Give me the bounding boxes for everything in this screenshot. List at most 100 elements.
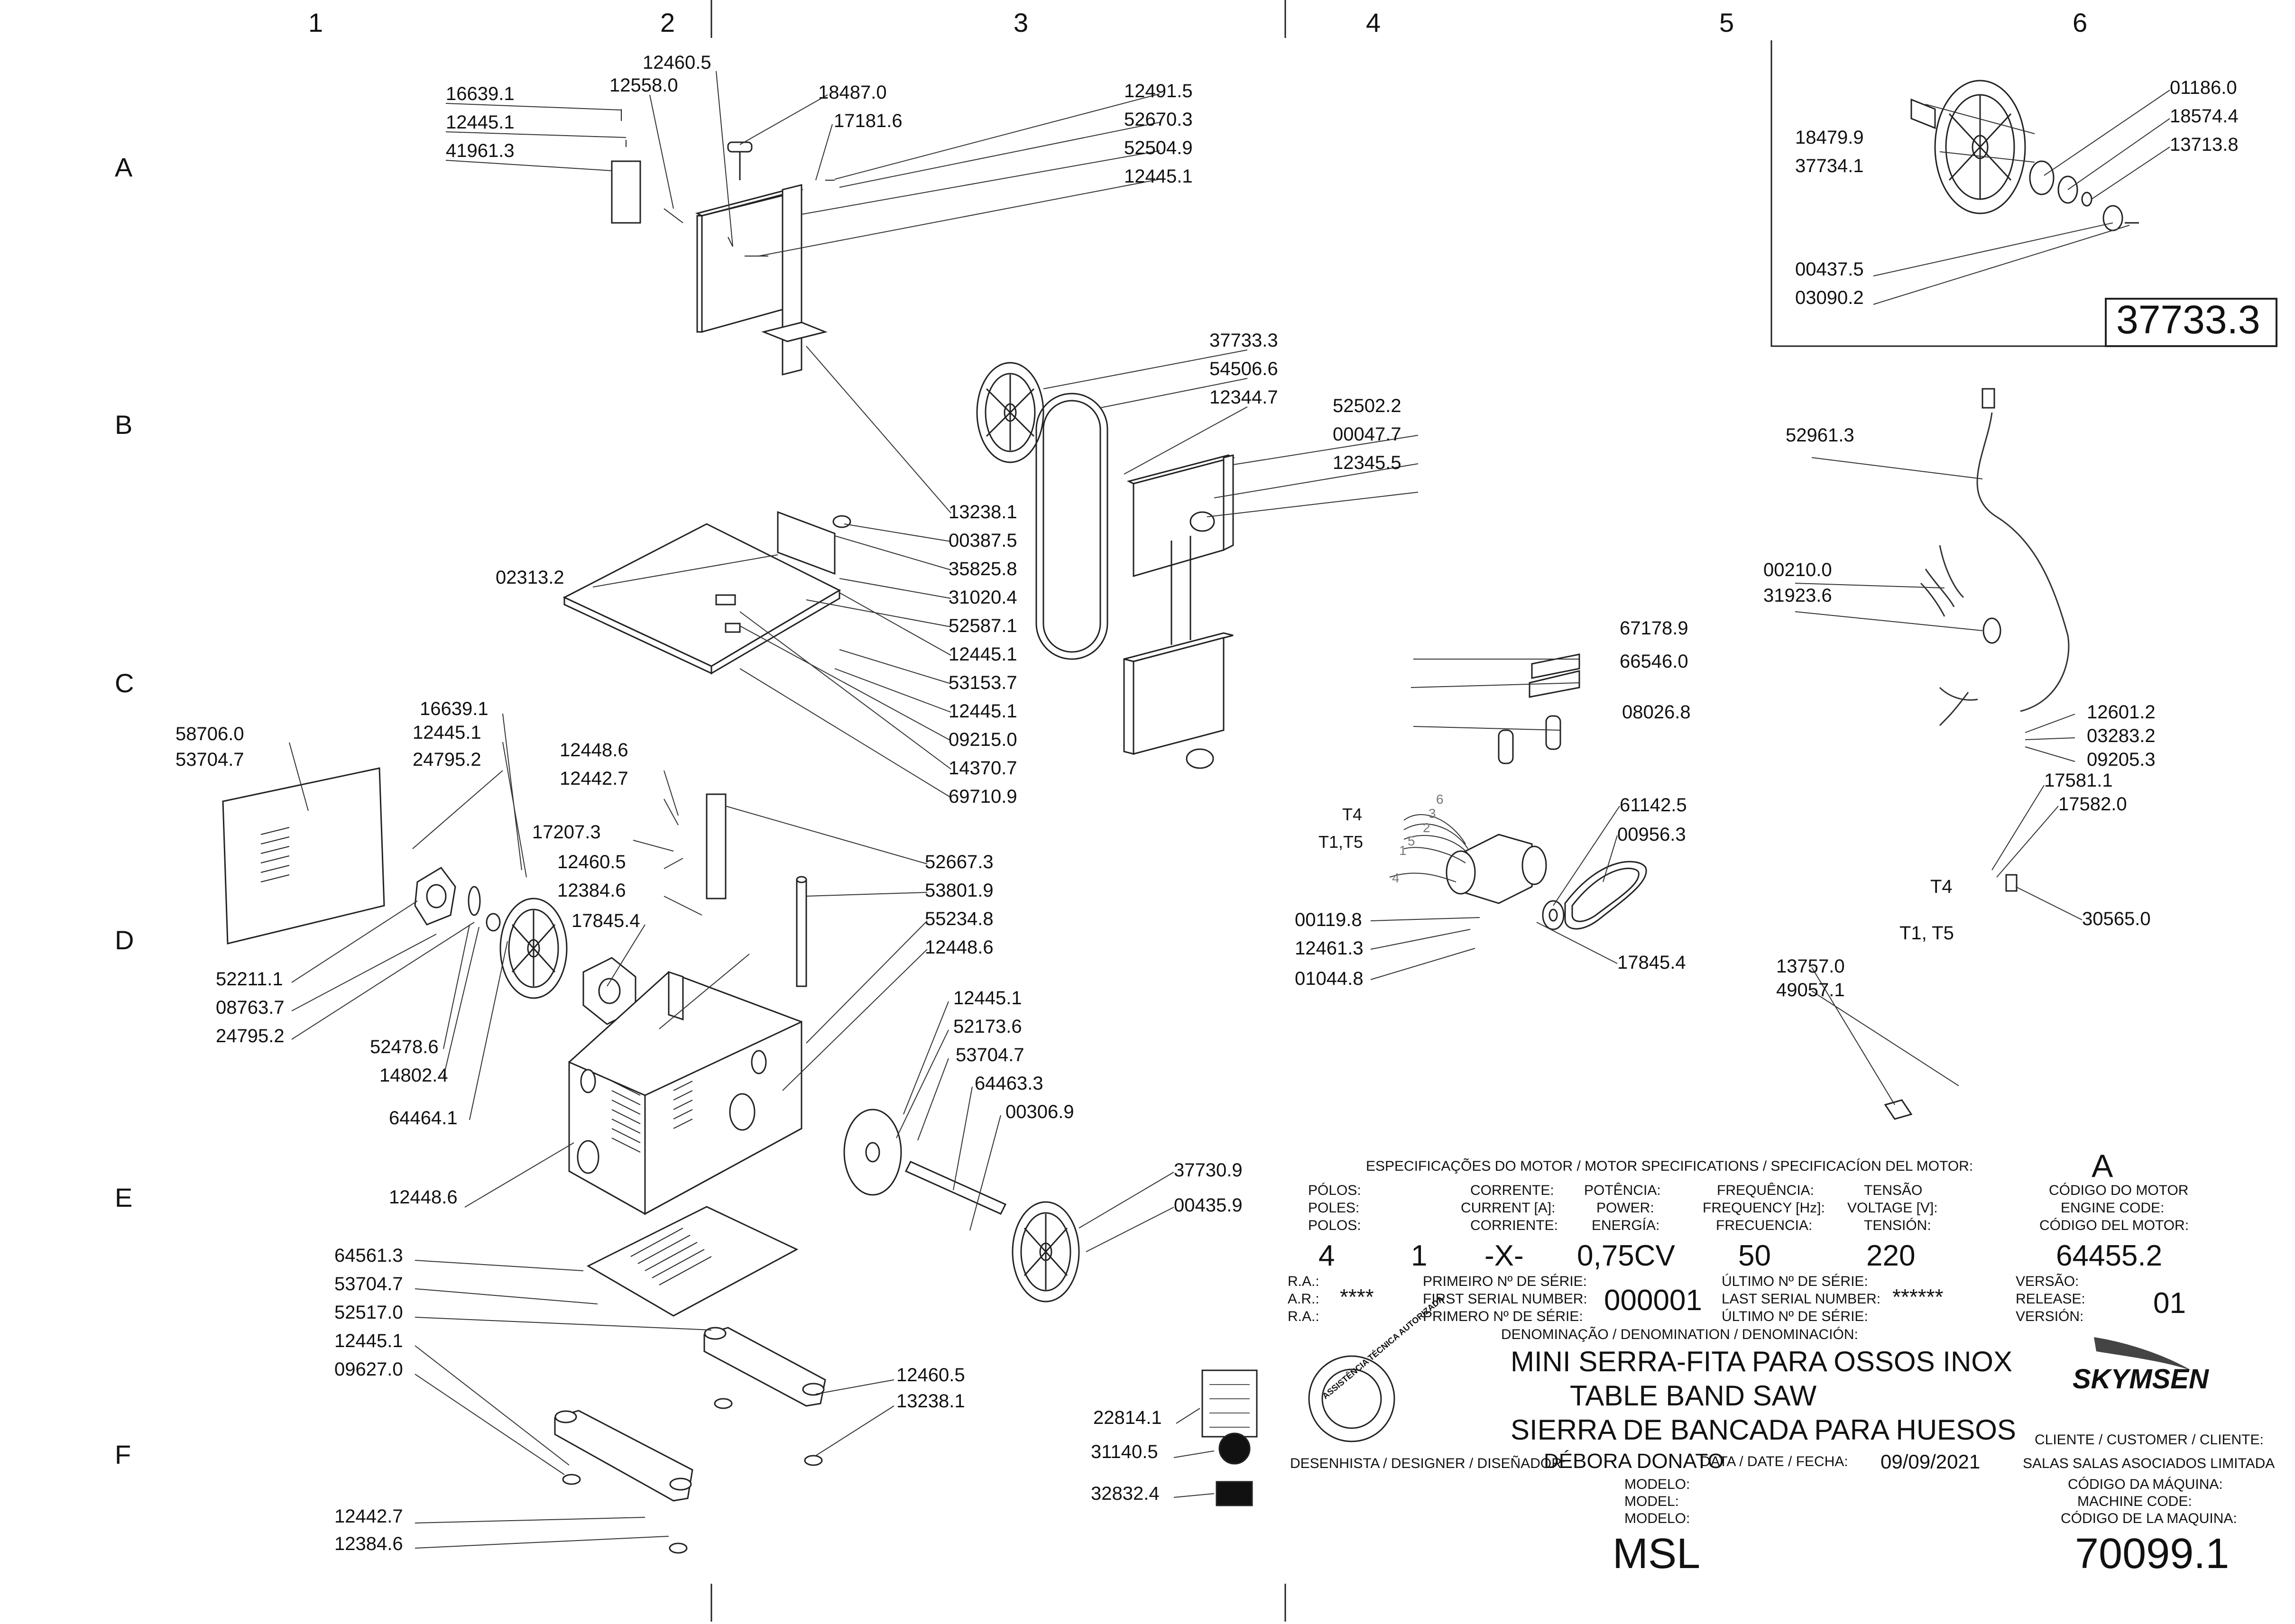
- date-value: 09/09/2021: [1880, 1450, 1981, 1473]
- part-label: 52478.6: [370, 1037, 439, 1057]
- part-label: 12448.6: [389, 1187, 458, 1208]
- version-label: VERSÃO:: [2016, 1274, 2079, 1289]
- part-label: 00387.5: [949, 530, 1017, 551]
- part-label: 18487.0: [818, 82, 887, 103]
- wire-number: 1: [1399, 843, 1407, 858]
- part-label: 03283.2: [2087, 725, 2156, 746]
- grid-row-e: E: [115, 1183, 133, 1212]
- part-label: 12445.1: [953, 988, 1022, 1009]
- last-serial-value: ******: [1892, 1285, 1944, 1309]
- part-label: 55234.8: [925, 908, 994, 929]
- part-label: 00956.3: [1617, 824, 1686, 845]
- part-label: 09627.0: [334, 1359, 403, 1380]
- part-label: 53801.9: [925, 880, 994, 901]
- grid-col-4: 4: [1366, 8, 1381, 37]
- motor-code-label: ENGINE CODE:: [2061, 1200, 2165, 1216]
- part-label: 13713.8: [2170, 134, 2239, 155]
- part-label: 09215.0: [949, 729, 1017, 750]
- part-label: 31923.6: [1763, 585, 1832, 606]
- part-label: 13757.0: [1776, 956, 1845, 977]
- product-name-en: TABLE BAND SAW: [1570, 1380, 1817, 1412]
- model-label: MODEL:: [1624, 1494, 1679, 1509]
- part-label: 13238.1: [949, 502, 1017, 523]
- client-label: CLIENTE / CUSTOMER / CLIENTE:: [2035, 1432, 2264, 1448]
- terminal-label: T1,T5: [1318, 832, 1364, 852]
- part-label: 52587.1: [949, 615, 1017, 636]
- motor-code-label: CÓDIGO DO MOTOR: [2049, 1183, 2189, 1198]
- machine-code-value: 70099.1: [2075, 1530, 2230, 1578]
- part-label: 12384.6: [334, 1533, 403, 1554]
- part-label: 16639.1: [446, 83, 515, 104]
- designer-label: DESENHISTA / DESIGNER / DISEÑADOR:: [1290, 1456, 1566, 1471]
- part-label: 53704.7: [956, 1045, 1024, 1065]
- part-label: 64561.3: [334, 1245, 403, 1266]
- part-label: 53704.7: [334, 1274, 403, 1294]
- frequency-label: FREQUENCY [Hz]:: [1703, 1200, 1825, 1216]
- part-label: 08763.7: [216, 997, 285, 1018]
- client-name: SALAS SALAS ASOCIADOS LIMITADA: [2023, 1456, 2275, 1471]
- poles-label: POLOS:: [1308, 1218, 1361, 1233]
- part-label: 08026.8: [1622, 702, 1691, 723]
- part-label: 64464.1: [389, 1108, 458, 1129]
- machine-code-label: CÓDIGO DA MÁQUINA:: [2068, 1477, 2223, 1492]
- denomination-label: DENOMINAÇÃO / DENOMINATION / DENOMINACIÓ…: [1501, 1327, 1858, 1342]
- last-serial-label: ÚLTIMO Nº DE SÉRIE:: [1722, 1274, 1868, 1289]
- part-label: 12460.5: [557, 852, 626, 872]
- part-label: 17845.4: [1617, 952, 1686, 973]
- current-label: CURRENT [A]:: [1461, 1200, 1556, 1216]
- date-label: DATA / DATE / FECHA:: [1700, 1454, 1848, 1469]
- inset-code: 37733.3: [2116, 297, 2260, 342]
- grid-col-6: 6: [2073, 8, 2088, 37]
- part-label: 35825.8: [949, 559, 1017, 579]
- last-serial-label: LAST SERIAL NUMBER:: [1722, 1291, 1881, 1307]
- part-label: 00119.8: [1295, 909, 1362, 930]
- part-label: 37733.3: [1209, 330, 1278, 351]
- part-label: 54506.6: [1209, 358, 1278, 379]
- part-label: 53153.7: [949, 672, 1017, 693]
- terminal-label: T4: [1342, 805, 1363, 824]
- part-label: 09205.3: [2087, 749, 2156, 770]
- grid-col-5: 5: [1719, 8, 1734, 37]
- part-label: 14370.7: [949, 758, 1017, 779]
- part-label: 12558.0: [609, 75, 678, 96]
- part-label: 52961.3: [1786, 425, 1854, 446]
- part-label: 00047.7: [1333, 424, 1401, 445]
- frequency-label: FRECUENCIA:: [1716, 1218, 1813, 1233]
- wire-number: 6: [1436, 792, 1444, 807]
- part-label: 12384.6: [557, 880, 626, 901]
- wire-number: 3: [1429, 806, 1436, 821]
- grid-row-b: B: [115, 410, 133, 440]
- part-label: 32832.4: [1091, 1483, 1160, 1504]
- revision-letter: A: [2092, 1148, 2113, 1184]
- version-label: RELEASE:: [2016, 1291, 2085, 1307]
- part-label: 52667.3: [925, 852, 994, 872]
- grid-row-c: C: [115, 668, 134, 698]
- version-value: 01: [2153, 1287, 2186, 1320]
- part-label: 12461.3: [1295, 938, 1364, 959]
- wire-number: 5: [1408, 834, 1415, 848]
- part-label: 61142.5: [1620, 795, 1687, 816]
- part-label: 53704.7: [175, 749, 244, 770]
- part-label: 12445.1: [949, 644, 1017, 665]
- part-label: 30565.0: [2082, 908, 2151, 929]
- designer-name: DÉBORA DONATO: [1544, 1450, 1724, 1473]
- voltage-label: VOLTAGE [V]:: [1847, 1200, 1938, 1216]
- part-label: 00435.9: [1174, 1195, 1243, 1216]
- part-label: 24795.2: [216, 1026, 285, 1046]
- poles-label: PÓLOS:: [1308, 1183, 1361, 1198]
- voltage-value: 220: [1866, 1239, 1916, 1272]
- current-label: CORRIENTE:: [1470, 1218, 1558, 1233]
- part-label: 03090.2: [1795, 287, 1864, 308]
- motor-spec-heading: ESPECIFICAÇÕES DO MOTOR / MOTOR SPECIFIC…: [1366, 1158, 1973, 1174]
- part-label: 00210.0: [1763, 560, 1832, 580]
- part-label: 18574.4: [2170, 106, 2239, 127]
- part-label: 17181.6: [834, 110, 903, 131]
- frequency-value: 50: [1738, 1239, 1771, 1272]
- part-label: 12445.1: [446, 112, 515, 133]
- part-label: 37734.1: [1795, 156, 1864, 176]
- part-label: 17581.1: [2044, 770, 2113, 791]
- part-label: 52502.2: [1333, 395, 1401, 416]
- wire-number: 4: [1392, 871, 1400, 885]
